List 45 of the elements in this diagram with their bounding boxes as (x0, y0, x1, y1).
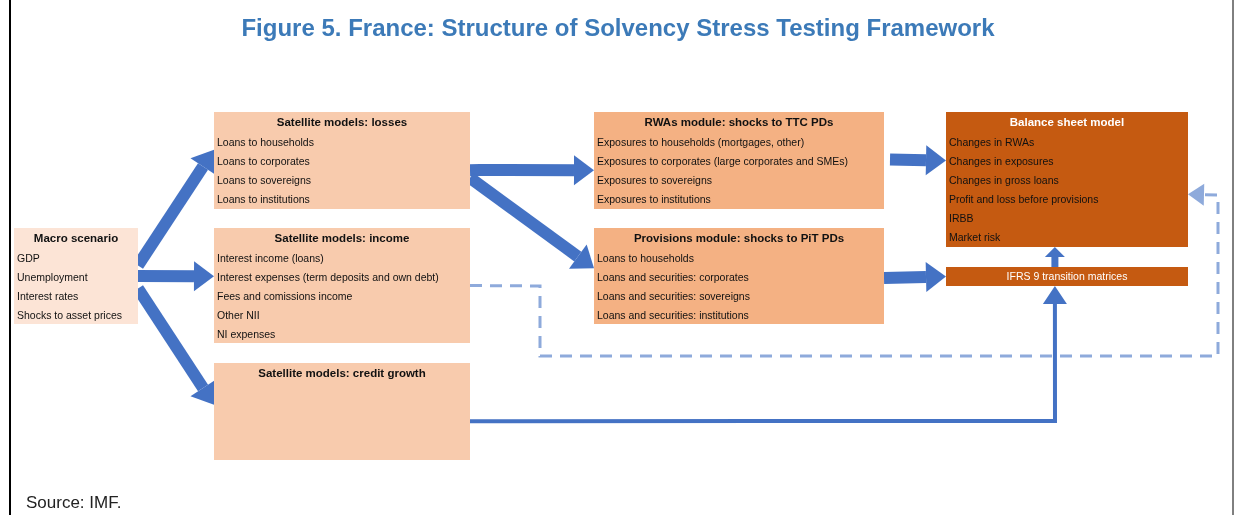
list-item: Other NII (217, 308, 260, 323)
list-item: Interest rates (17, 289, 79, 304)
list-item: GDP (17, 251, 40, 266)
model-box (594, 112, 884, 209)
list-item: Interest expenses (term deposits and own debt) (217, 270, 439, 285)
box-heading: Satellite models: credit growth (258, 366, 426, 381)
model-box (594, 228, 884, 324)
box-heading: Provisions module: shocks to PiT PDs (633, 231, 845, 246)
list-item: Market risk (949, 230, 1001, 245)
list-item: Loans and securities: institutions (597, 308, 749, 323)
list-item: IRBB (949, 211, 974, 226)
list-item: Changes in RWAs (949, 135, 1035, 150)
list-item: Exposures to households (mortgages, other) (597, 135, 805, 150)
figure-title: Figure 5. France: Structure of Solvency Stress Testing Framework (240, 14, 996, 42)
model-box (946, 267, 1188, 286)
list-item: Exposures to institutions (597, 192, 711, 207)
list-item: Loans to sovereigns (217, 173, 311, 188)
model-box (214, 112, 470, 209)
model-box (946, 112, 1188, 247)
list-item: Loans and securities: corporates (597, 270, 749, 285)
list-item: Interest income (loans) (217, 251, 324, 266)
list-item: Fees and comissions income (217, 289, 353, 304)
box-heading: Satellite models: income (274, 231, 410, 246)
list-item: Loans to households (217, 135, 314, 150)
list-item: NI expenses (217, 327, 276, 342)
list-item: Unemployment (17, 270, 88, 285)
list-item: IFRS 9 transition matrices (1006, 269, 1128, 284)
model-box (14, 228, 138, 324)
list-item: Loans to households (597, 251, 694, 266)
list-item: Loans to corporates (217, 154, 310, 169)
list-item: Exposures to sovereigns (597, 173, 712, 188)
list-item: Loans to institutions (217, 192, 310, 207)
box-heading: Satellite models: losses (276, 115, 408, 130)
list-item: Loans and securities: sovereigns (597, 289, 750, 304)
box-heading: Macro scenario (33, 231, 119, 246)
box-heading: RWAs module: shocks to TTC PDs (644, 115, 834, 130)
source-note: Source: IMF. (26, 493, 122, 513)
list-item: Shocks to asset prices (17, 308, 123, 323)
list-item: Changes in exposures (949, 154, 1054, 169)
model-box (214, 363, 470, 460)
list-item: Exposures to corporates (large corporates and SMEs) (597, 154, 848, 169)
list-item: Profit and loss before provisions (949, 192, 1099, 207)
box-heading: Balance sheet model (1009, 115, 1125, 130)
model-box (214, 228, 470, 343)
list-item: Changes in gross loans (949, 173, 1059, 188)
